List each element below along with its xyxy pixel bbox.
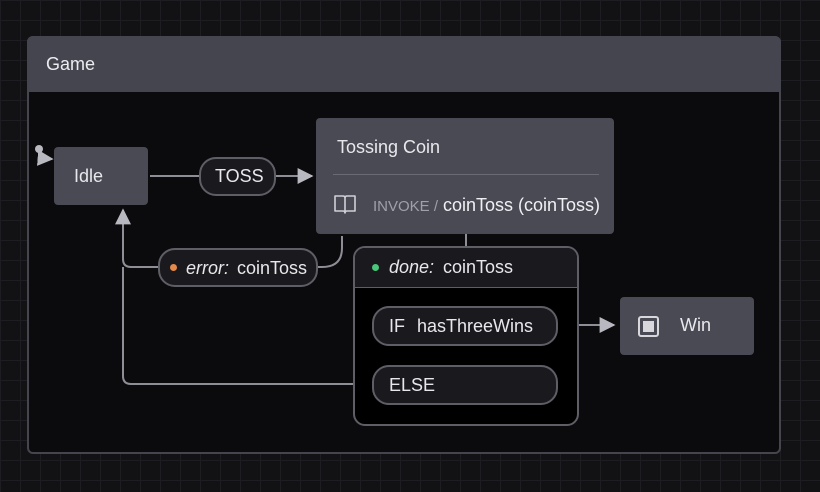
event-toss[interactable] xyxy=(199,157,276,196)
game-state-title: Game xyxy=(46,54,96,74)
event-done-keyword: done: xyxy=(389,257,435,277)
invoke-keyword: INVOKE / xyxy=(373,198,439,215)
state-idle[interactable] xyxy=(54,147,148,205)
invoke-source: coinToss (coinToss) xyxy=(443,195,601,215)
final-state-icon-fill xyxy=(643,321,654,332)
state-divider xyxy=(333,174,599,175)
state-win-label: Win xyxy=(680,315,711,335)
guard-else-branch[interactable] xyxy=(372,365,558,405)
error-dot xyxy=(170,264,177,271)
final-state-icon xyxy=(638,316,659,337)
done-dot xyxy=(372,264,379,271)
guard-if-branch[interactable] xyxy=(372,306,558,346)
error-edge-in xyxy=(318,236,343,268)
event-toss-label: TOSS xyxy=(215,166,264,186)
state-tossing-coin-title: Tossing Coin xyxy=(337,137,441,157)
event-error[interactable] xyxy=(158,248,318,287)
else-edge xyxy=(122,267,372,385)
event-error-keyword: error: xyxy=(186,258,230,278)
state-tossing-coin[interactable] xyxy=(316,118,614,234)
guard-if-keyword: IF xyxy=(389,316,405,336)
state-win[interactable] xyxy=(620,297,754,355)
guard-else-keyword: ELSE xyxy=(389,375,436,395)
book-icon xyxy=(334,195,356,214)
initial-dot xyxy=(35,145,43,153)
error-edge-out xyxy=(115,208,158,268)
game-state-header xyxy=(27,36,781,92)
event-error-target: coinToss xyxy=(237,258,308,278)
event-done-header xyxy=(355,248,577,288)
state-idle-label: Idle xyxy=(74,166,104,186)
guard-condition: hasThreeWins xyxy=(417,316,534,336)
event-done-target: coinToss xyxy=(443,257,514,277)
